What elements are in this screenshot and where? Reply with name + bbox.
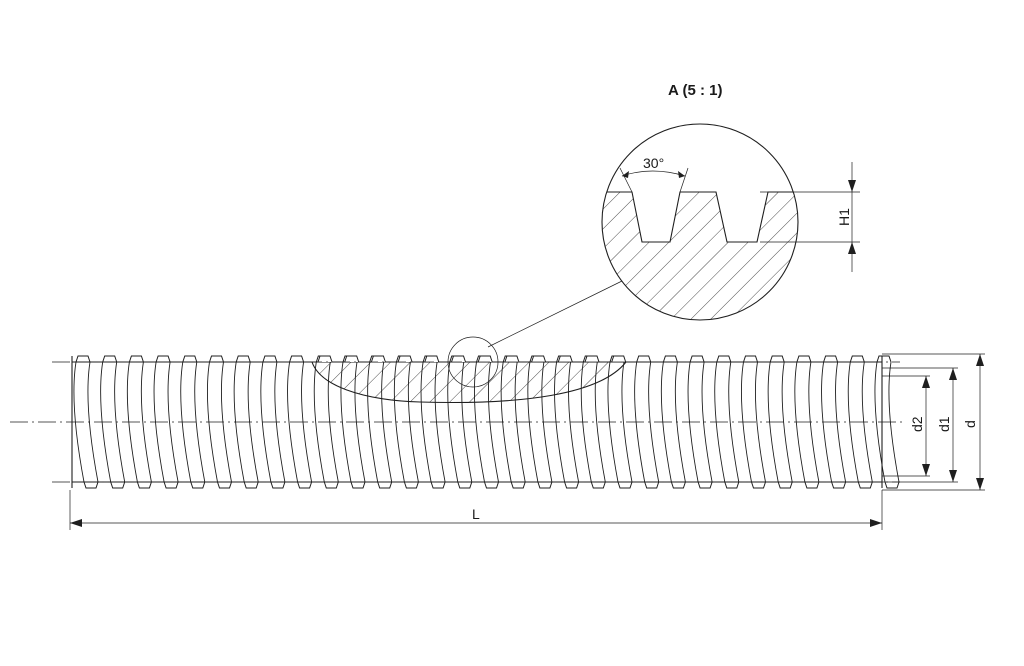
minor-diameter-label: d1 bbox=[936, 416, 952, 432]
section-outline bbox=[311, 361, 627, 404]
detail-thread-profile bbox=[602, 191, 798, 243]
screw-body bbox=[71, 355, 900, 489]
height-label: H1 bbox=[836, 208, 852, 226]
major-diameter-label: d bbox=[962, 420, 978, 428]
pitch-diameter-label: d2 bbox=[909, 416, 925, 432]
detail-circle bbox=[601, 123, 799, 321]
angle-label: 30° bbox=[643, 155, 664, 171]
detail-leader-line bbox=[487, 280, 623, 348]
detail-title: A (5 : 1) bbox=[668, 82, 722, 99]
angle-arc bbox=[621, 170, 686, 177]
length-label: L bbox=[472, 506, 480, 522]
detail-view: 30° H1 bbox=[601, 123, 860, 321]
section-hatch bbox=[312, 362, 626, 403]
